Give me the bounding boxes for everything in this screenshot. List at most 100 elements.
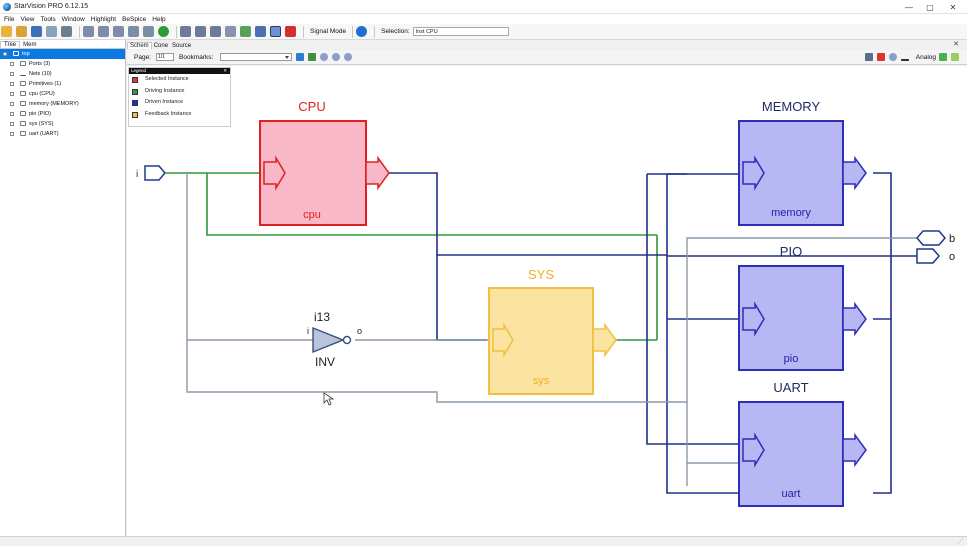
schematic-area: Schem Cone Source ✕ Page: 1/1 Bookmarks:… <box>127 40 967 536</box>
legend-close-icon[interactable]: ✕ <box>223 68 227 73</box>
search-icon[interactable] <box>888 53 897 61</box>
zoom-in-icon[interactable] <box>320 53 329 61</box>
cone-icon[interactable] <box>195 26 206 37</box>
highlight-icon[interactable] <box>255 26 266 37</box>
expand-icon[interactable] <box>10 122 14 126</box>
menu-bespice[interactable]: BeSpice <box>122 15 147 23</box>
expand-icon[interactable] <box>10 82 14 86</box>
maximize-button[interactable]: ▢ <box>926 2 934 12</box>
expand-icon[interactable] <box>10 92 14 96</box>
close-view-icon[interactable]: ✕ <box>953 41 959 48</box>
vhdl-icon[interactable] <box>113 26 124 37</box>
expand-icon[interactable] <box>10 132 14 136</box>
app-logo-icon <box>3 2 11 11</box>
print-icon[interactable] <box>46 26 57 37</box>
edif-icon[interactable] <box>143 26 154 37</box>
memory-title: MEMORY <box>762 99 821 114</box>
schematic-icon[interactable] <box>180 26 191 37</box>
help-icon[interactable] <box>356 26 368 37</box>
tab-schem[interactable]: Schem <box>127 42 152 49</box>
menu-window[interactable]: Window <box>61 15 85 23</box>
legend-header: Legend ✕ <box>129 68 230 74</box>
tree-item-uart[interactable]: uart (UART) <box>0 129 125 139</box>
expand-icon[interactable] <box>10 112 14 116</box>
run-icon[interactable] <box>158 26 169 37</box>
signal-mode-button[interactable]: Signal Mode <box>310 28 347 35</box>
menu-file[interactable]: File <box>4 15 15 23</box>
menu-help[interactable]: Help <box>152 15 166 23</box>
back-arrow-icon[interactable] <box>939 53 947 61</box>
tree-item-memory[interactable]: memory (MEMORY) <box>0 99 125 109</box>
schematic-canvas[interactable]: i <box>127 66 967 536</box>
netlist-icon[interactable] <box>83 26 94 37</box>
hierarchy-panel: Tree Mem top Ports (3) Nets (10) <box>0 40 126 536</box>
tab-cone[interactable]: Cone <box>153 43 169 49</box>
instance-icon <box>20 111 26 116</box>
tree-item-primitives[interactable]: Primitives (1) <box>0 79 125 89</box>
resize-grip-icon[interactable]: ⋰ <box>957 539 963 545</box>
page-field[interactable]: 1/1 <box>156 53 174 61</box>
inverter-gate-icon[interactable] <box>312 326 345 354</box>
collapse-icon[interactable] <box>3 52 7 56</box>
toolbar-separator <box>374 25 376 38</box>
add-bookmark-icon[interactable] <box>296 53 305 61</box>
expand-icon[interactable] <box>10 102 14 106</box>
cpu-inst-name: cpu <box>303 209 321 221</box>
analog-button[interactable]: Analog <box>915 53 936 61</box>
menu-view[interactable]: View <box>20 15 35 23</box>
bookmarks-dropdown[interactable] <box>220 53 293 61</box>
schematic-toolbar: Page: 1/1 Bookmarks: Analog <box>127 50 967 65</box>
legend-panel: Legend ✕ Selected Instance Driving Insta… <box>128 67 231 127</box>
cpu-title: CPU <box>298 99 325 114</box>
source-icon[interactable] <box>210 26 221 37</box>
tree-item-nets[interactable]: Nets (10) <box>0 69 125 79</box>
menu-highlight[interactable]: Highlight <box>90 15 117 23</box>
save-icon[interactable] <box>31 26 42 37</box>
expand-icon[interactable] <box>10 72 14 76</box>
sys-title: SYS <box>528 267 554 282</box>
forward-arrow-icon[interactable] <box>951 53 959 61</box>
verilog-icon[interactable] <box>98 26 109 37</box>
tab-tree[interactable]: Tree <box>0 41 21 48</box>
tab-mem[interactable]: Mem <box>23 42 37 48</box>
zoom-out-icon[interactable] <box>332 53 341 61</box>
memory-input-pin-icon <box>742 155 765 191</box>
tree-icon[interactable] <box>240 26 251 37</box>
input-port-icon[interactable] <box>144 165 166 181</box>
output-port-o-icon[interactable] <box>916 248 940 264</box>
tree-item-top[interactable]: top <box>0 49 125 59</box>
minimize-button[interactable]: — <box>905 2 913 12</box>
memory-output-pin-icon <box>842 155 867 191</box>
view-tabs: Schem Cone Source ✕ <box>127 40 967 49</box>
legend-label: Driven Instance <box>145 99 184 105</box>
sys-inst-name: sys <box>533 375 550 387</box>
tree-item-sys[interactable]: sys (SYS) <box>0 119 125 129</box>
legend-item: Selected Instance <box>129 74 230 86</box>
open-folder-icon[interactable] <box>1 26 12 37</box>
memory-block[interactable] <box>738 120 844 226</box>
menu-tools[interactable]: Tools <box>40 15 56 23</box>
tool-icon[interactable] <box>225 26 236 37</box>
zoom-fit-icon[interactable] <box>344 53 353 61</box>
output-port-b-icon[interactable] <box>916 230 946 246</box>
instance-icon <box>20 121 26 126</box>
expand-icon[interactable] <box>10 62 14 66</box>
clear-highlight-icon[interactable] <box>876 53 885 61</box>
copy-icon[interactable] <box>61 26 72 37</box>
stop-icon[interactable] <box>285 26 296 37</box>
selection-field[interactable]: Inst CPU <box>412 27 509 36</box>
legend-item: Driving Instance <box>129 86 230 98</box>
tree-item-ports[interactable]: Ports (3) <box>0 59 125 69</box>
goto-bookmark-icon[interactable] <box>308 53 317 61</box>
export-icon[interactable] <box>864 53 873 61</box>
tree-item-cpu[interactable]: cpu (CPU) <box>0 89 125 99</box>
close-button[interactable]: ✕ <box>949 2 957 12</box>
signal-arrow-icon[interactable] <box>900 53 909 61</box>
find-icon[interactable] <box>270 26 281 37</box>
tab-source[interactable]: Source <box>172 43 192 49</box>
legend-item: Driven Instance <box>129 97 230 109</box>
open-design-icon[interactable] <box>16 26 27 37</box>
tree-item-pio[interactable]: pio (PIO) <box>0 109 125 119</box>
spice-icon[interactable] <box>128 26 139 37</box>
legend-item: Feedback Instance <box>129 109 230 121</box>
